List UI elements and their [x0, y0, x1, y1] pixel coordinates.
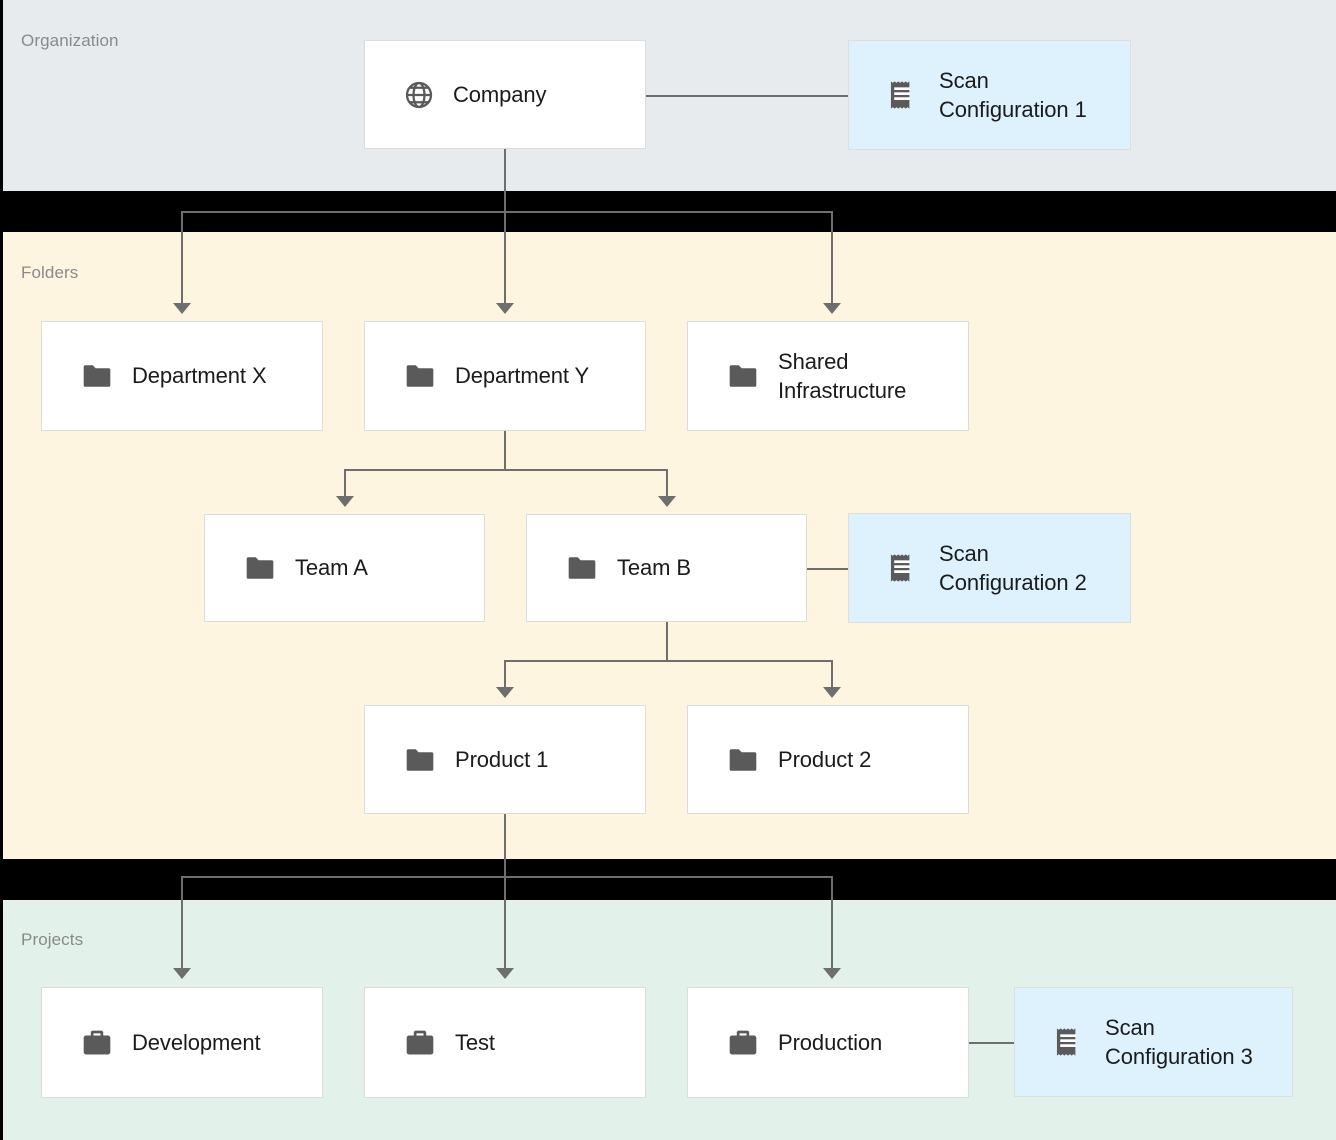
node-department-y[interactable]: Department Y — [364, 321, 646, 431]
node-department-x[interactable]: Department X — [41, 321, 323, 431]
edge-to-team-b — [666, 469, 668, 498]
arrowhead-test — [496, 968, 514, 979]
edge-projects-bus — [181, 876, 833, 878]
edge-to-shared-infrastructure — [831, 211, 833, 305]
node-label: Shared Infrastructure — [778, 348, 907, 403]
folder-icon — [403, 359, 437, 393]
node-scan-configuration-2[interactable]: Scan Configuration 2 — [848, 513, 1131, 623]
node-label: Team B — [617, 555, 691, 581]
node-production[interactable]: Production — [687, 987, 969, 1098]
edge-products-bus — [504, 660, 833, 662]
edge-teams-bus — [344, 469, 668, 471]
node-label: Scan Configuration 3 — [1105, 1014, 1253, 1069]
folder-icon — [243, 551, 277, 585]
node-label: Development — [132, 1029, 261, 1055]
edge-production-to-scan-config-3 — [969, 1042, 1014, 1044]
edge-to-department-x — [181, 211, 183, 305]
arrowhead-production — [823, 968, 841, 979]
node-shared-infrastructure[interactable]: Shared Infrastructure — [687, 321, 969, 431]
folder-icon — [403, 743, 437, 777]
edge-to-test — [504, 876, 506, 970]
band-label-organization: Organization — [21, 31, 119, 50]
node-label: Company — [453, 81, 547, 107]
edge-company-to-scan-config-1 — [646, 95, 848, 97]
arrowhead-team-b — [658, 496, 676, 507]
edge-to-development — [181, 876, 183, 970]
edge-departments-bus — [181, 211, 833, 213]
edge-team-b-to-scan-config-2 — [807, 568, 849, 570]
node-development[interactable]: Development — [41, 987, 323, 1098]
node-label: Product 2 — [778, 746, 872, 772]
briefcase-icon — [80, 1026, 114, 1060]
band-label-folders: Folders — [21, 263, 79, 282]
node-team-a[interactable]: Team A — [204, 514, 485, 622]
node-team-b[interactable]: Team B — [526, 514, 807, 622]
edge-company-stem — [504, 148, 506, 213]
briefcase-icon — [403, 1026, 437, 1060]
receipt-icon — [885, 551, 919, 585]
node-scan-configuration-1[interactable]: Scan Configuration 1 — [848, 40, 1131, 150]
node-label: Scan Configuration 2 — [939, 540, 1087, 595]
node-product-2[interactable]: Product 2 — [687, 705, 969, 814]
arrowhead-shared-infrastructure — [823, 303, 841, 314]
node-label: Product 1 — [455, 746, 549, 772]
node-label: Test — [455, 1029, 495, 1055]
node-test[interactable]: Test — [364, 987, 646, 1098]
node-company[interactable]: Company — [364, 40, 646, 149]
node-product-1[interactable]: Product 1 — [364, 705, 646, 814]
edge-to-product-2 — [831, 660, 833, 689]
node-scan-configuration-3[interactable]: Scan Configuration 3 — [1014, 987, 1293, 1097]
globe-icon — [403, 79, 435, 111]
edge-department-y-stem — [504, 431, 506, 471]
edge-to-product-1 — [504, 660, 506, 689]
node-label: Scan Configuration 1 — [939, 67, 1087, 122]
folder-icon — [726, 743, 760, 777]
node-label: Department X — [132, 363, 267, 389]
receipt-icon — [885, 78, 919, 112]
arrowhead-department-y — [496, 303, 514, 314]
folder-icon — [726, 359, 760, 393]
edge-to-team-a — [344, 469, 346, 498]
briefcase-icon — [726, 1026, 760, 1060]
folder-icon — [80, 359, 114, 393]
receipt-icon — [1051, 1025, 1085, 1059]
edge-product-1-stem — [504, 813, 506, 878]
edge-to-department-y — [504, 211, 506, 305]
node-label: Department Y — [455, 363, 590, 389]
arrowhead-product-1 — [496, 687, 514, 698]
arrowhead-product-2 — [823, 687, 841, 698]
edge-to-production — [831, 876, 833, 970]
arrowhead-team-a — [336, 496, 354, 507]
node-label: Team A — [295, 555, 368, 581]
arrowhead-department-x — [173, 303, 191, 314]
node-label: Production — [778, 1029, 883, 1055]
band-label-projects: Projects — [21, 930, 84, 949]
arrowhead-development — [173, 968, 191, 979]
edge-team-b-stem — [666, 622, 668, 662]
folder-icon — [565, 551, 599, 585]
